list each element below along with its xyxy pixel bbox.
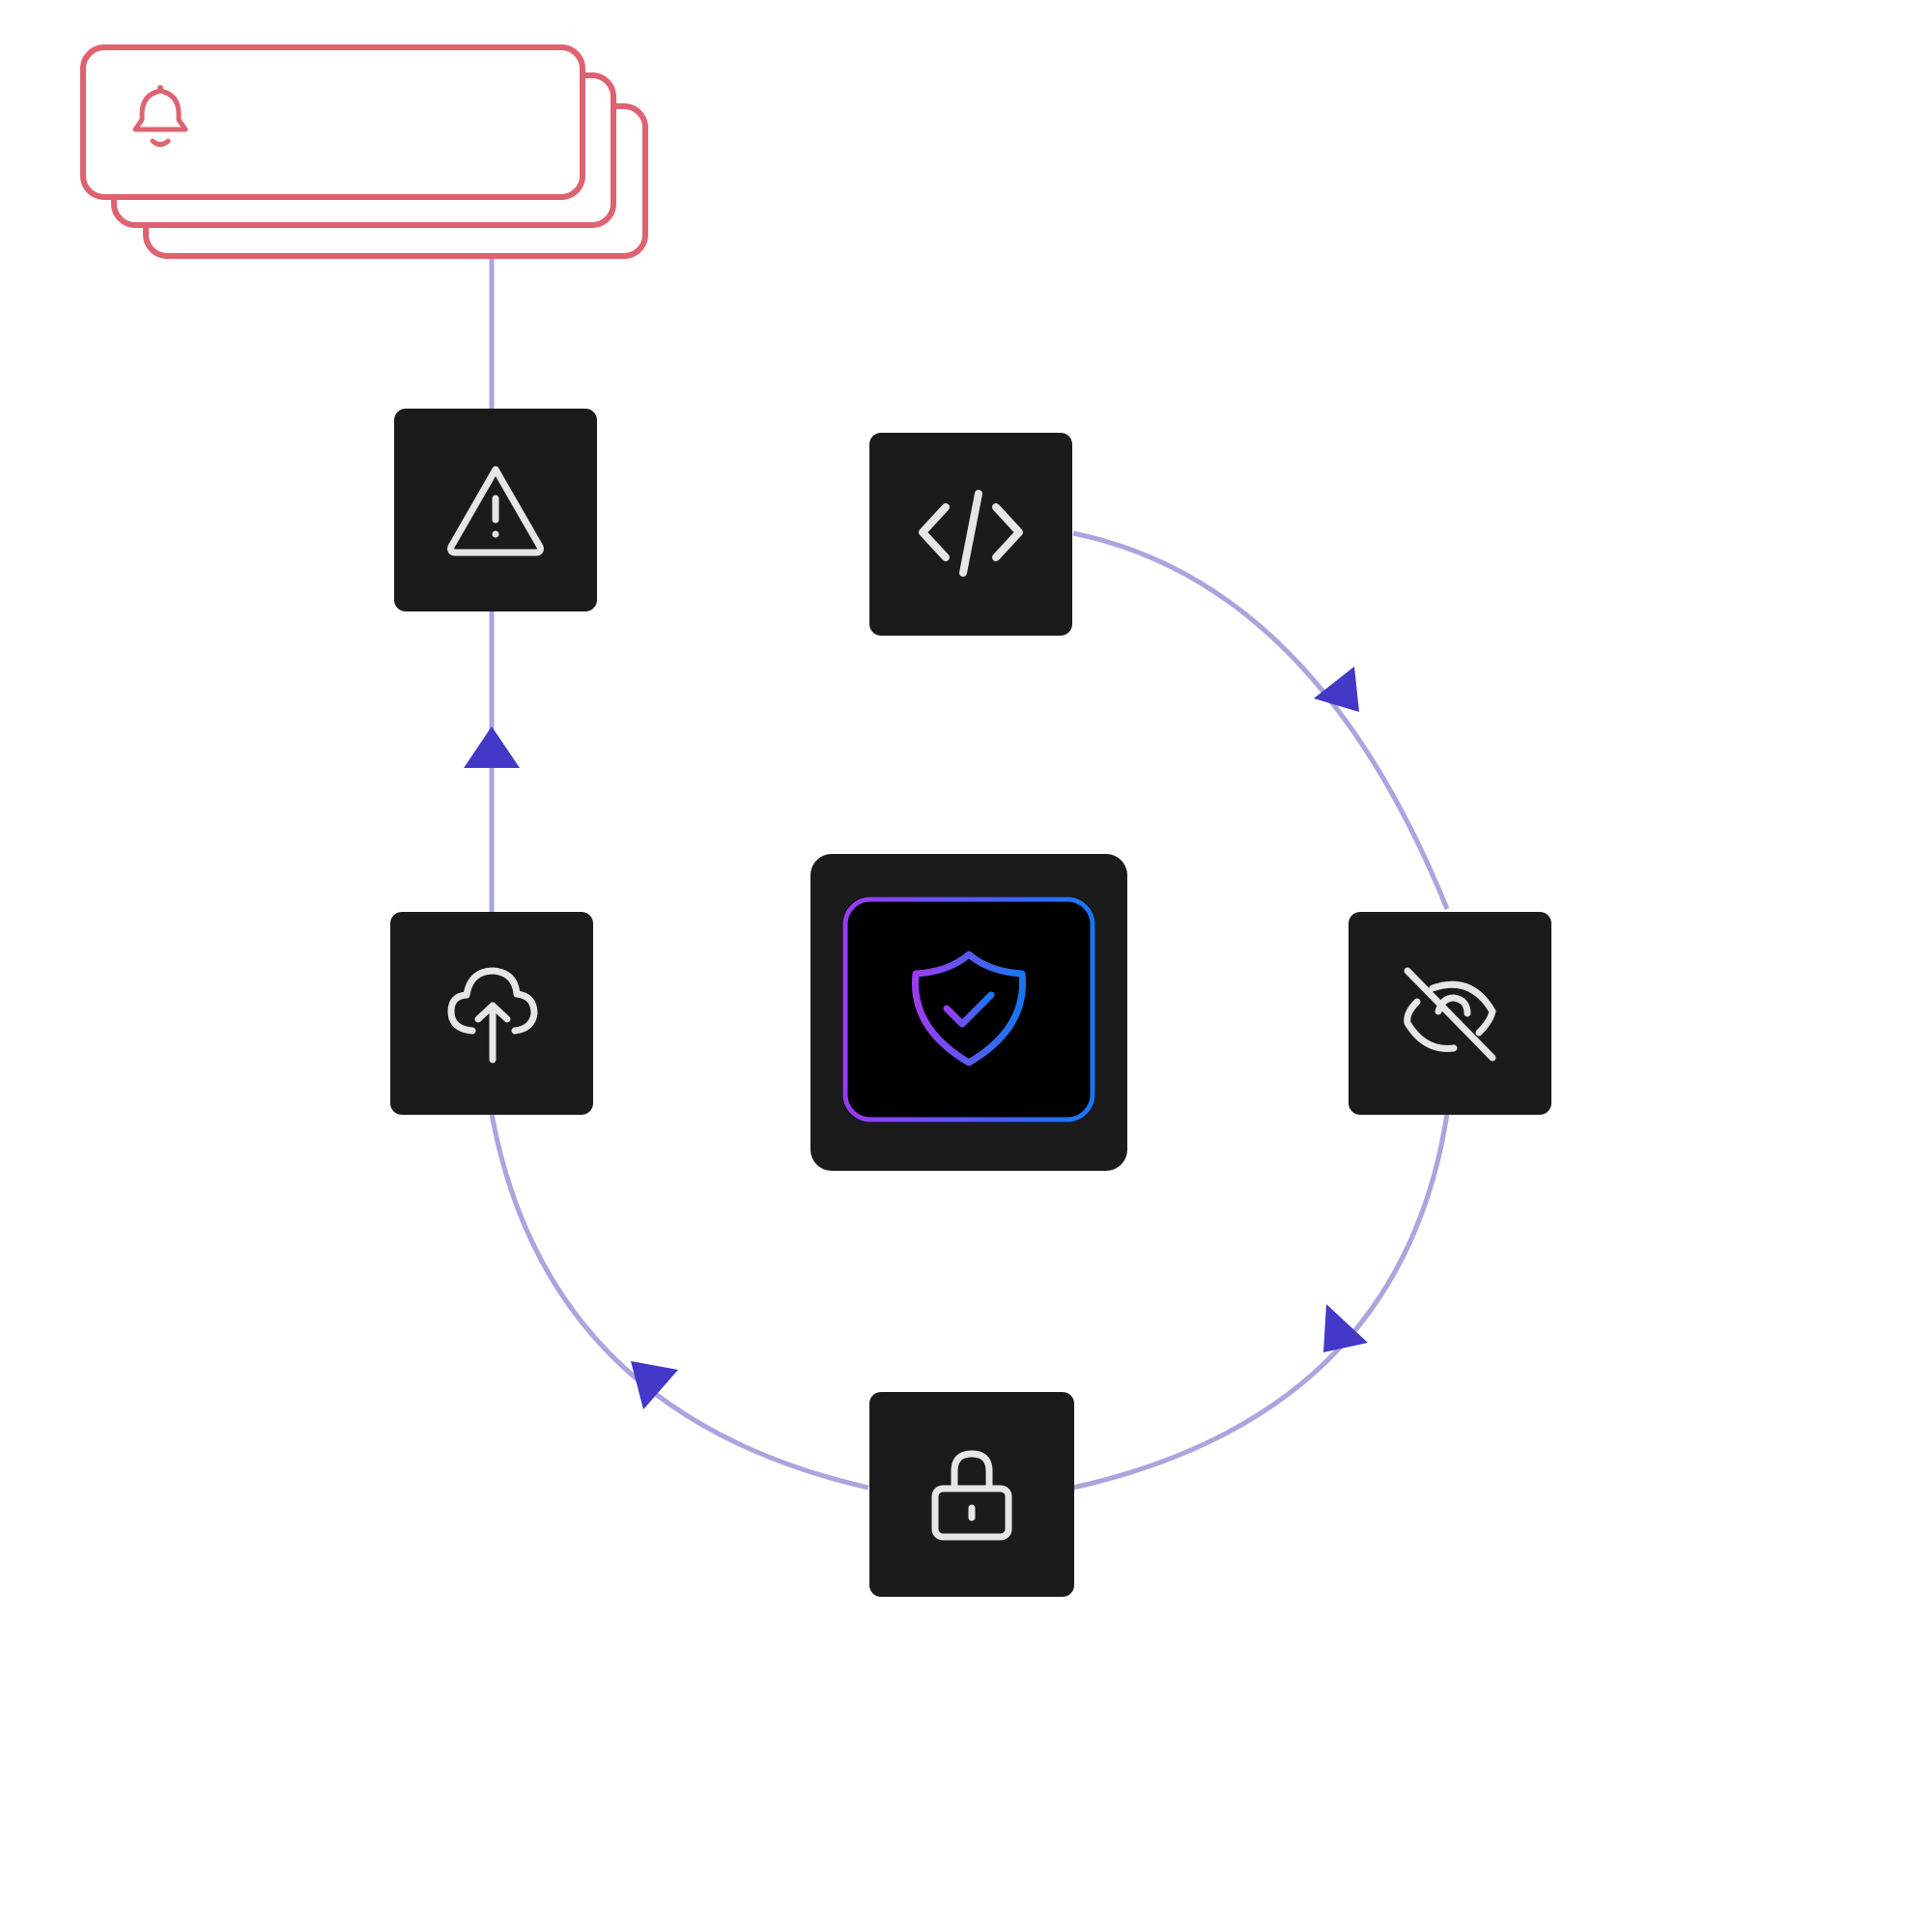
node-warning[interactable] <box>394 409 597 611</box>
connector-privacy-to-lock <box>1072 1113 1450 1491</box>
eye-off-icon <box>1404 967 1496 1062</box>
node-core-inner <box>842 896 1095 1122</box>
alert-card-front[interactable] <box>80 44 585 200</box>
connector-lock-to-upload <box>489 1113 869 1491</box>
warning-icon <box>447 466 544 556</box>
node-privacy[interactable] <box>1349 912 1551 1115</box>
gradient-frame <box>842 896 1095 1122</box>
code-icon <box>919 490 1023 577</box>
shield-check-icon <box>911 951 1027 1066</box>
alert-stack[interactable] <box>80 44 648 259</box>
arrowhead-up <box>464 726 520 768</box>
node-code[interactable] <box>869 433 1072 636</box>
arrowhead-code-to-privacy <box>1314 667 1359 712</box>
connector-code-to-privacy <box>1072 530 1450 910</box>
cloud-upload-icon <box>447 967 538 1064</box>
bell-icon <box>132 85 188 147</box>
lock-icon <box>931 1450 1012 1541</box>
arrowhead-privacy-to-lock <box>1323 1304 1368 1352</box>
arrowhead-lock-to-upload <box>631 1361 678 1409</box>
node-lock[interactable] <box>869 1392 1074 1597</box>
node-upload[interactable] <box>390 912 593 1115</box>
